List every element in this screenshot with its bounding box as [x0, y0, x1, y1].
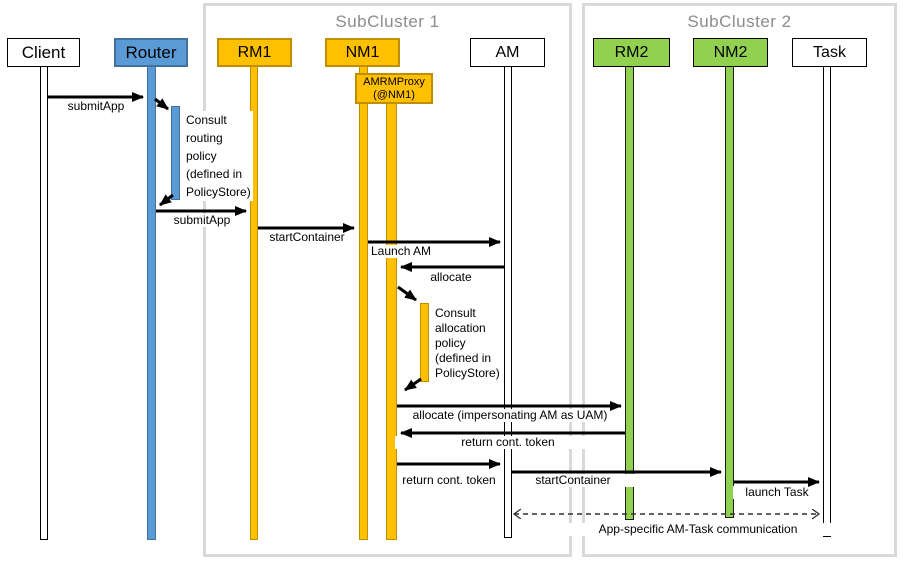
amrmproxy-label: AMRMProxy — [363, 75, 425, 88]
start-container-rm1-label: startContainer — [258, 231, 356, 244]
actor-rm2: RM2 — [593, 38, 670, 67]
subcluster1-frame: SubCluster 1 — [203, 3, 572, 557]
start-container-nm2-label: startContainer — [512, 474, 634, 487]
router-consult-arrow — [154, 97, 169, 111]
actor-nm2: NM2 — [693, 38, 768, 67]
rm2-lifeline — [625, 66, 634, 520]
allocate-label: allocate — [400, 271, 502, 284]
am-task-communication-label: App-specific AM-Task communication — [560, 523, 836, 536]
subcluster2-frame: SubCluster 2 — [582, 3, 897, 557]
router-lifeline — [147, 66, 156, 540]
return-cont-token-am-label: return cont. token — [399, 474, 499, 487]
router-policy-activation — [171, 106, 180, 200]
task-lifeline — [823, 66, 831, 537]
amrmproxy-sublabel: (@NM1) — [373, 88, 415, 101]
nm1-lifeline — [359, 66, 368, 540]
launch-task-label: launch Task — [733, 486, 821, 499]
actor-router: Router — [114, 38, 188, 67]
consult-allocation-note: Consult allocation policy (defined in Po… — [435, 306, 502, 381]
actor-rm1: RM1 — [217, 38, 292, 67]
allocation-policy-activation — [420, 303, 429, 382]
return-cont-token-rm2-label: return cont. token — [395, 436, 621, 449]
actor-client: Client — [7, 38, 80, 67]
amrmproxy-lifeline — [386, 103, 397, 540]
launch-am-label: Launch AM — [371, 244, 432, 258]
allocate-impersonating-label: allocate (impersonating AM as UAM) — [397, 409, 623, 422]
nm2-lifeline — [725, 66, 734, 518]
subcluster1-label: SubCluster 1 — [335, 12, 440, 31]
actor-task: Task — [792, 38, 867, 67]
actor-am: AM — [470, 38, 545, 67]
client-lifeline — [40, 66, 48, 540]
actor-amrmproxy: AMRMProxy (@NM1) — [355, 73, 433, 104]
submit-app-router-label: submitApp — [156, 214, 248, 227]
subcluster2-label: SubCluster 2 — [687, 12, 792, 31]
consult-routing-note: Consult routing policy (defined in Polic… — [186, 111, 253, 201]
submit-app-client-label: submitApp — [48, 100, 144, 113]
am-lifeline — [504, 66, 512, 538]
actor-nm1: NM1 — [325, 38, 400, 67]
